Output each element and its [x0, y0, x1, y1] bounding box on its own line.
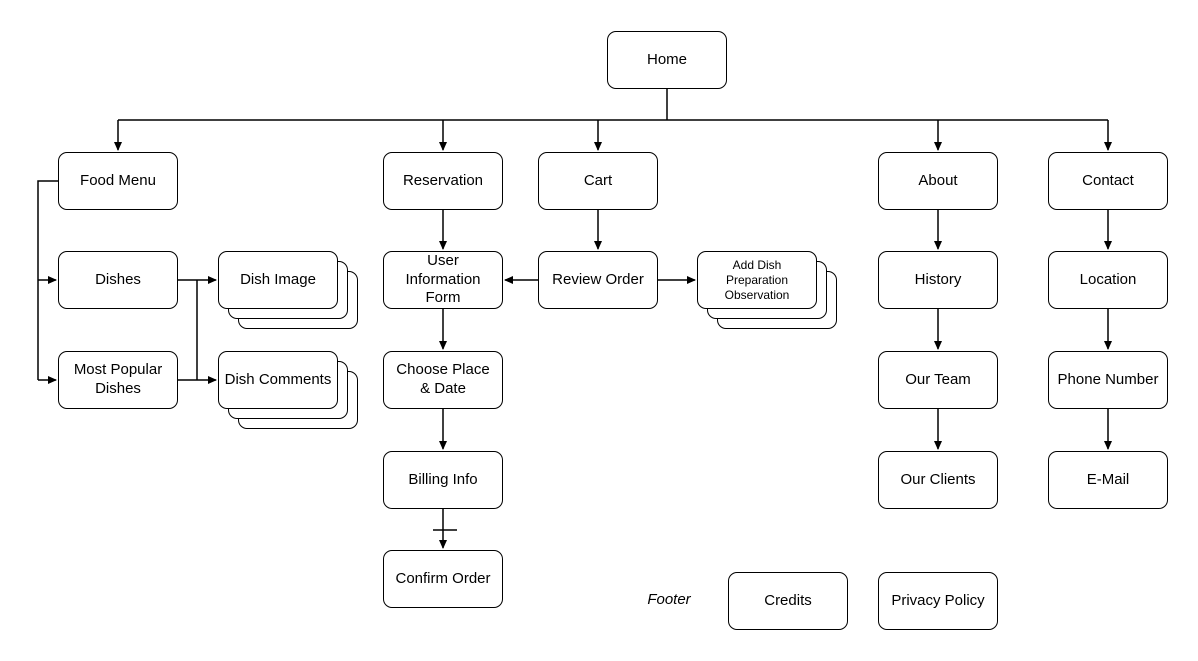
- footer-section-label: Footer: [647, 591, 691, 608]
- node-contact-label: Contact: [1048, 152, 1168, 210]
- node-reservation-label: Reservation: [383, 152, 503, 210]
- node-phone-number: Phone Number: [1048, 351, 1168, 409]
- node-phone-number-label: Phone Number: [1048, 351, 1168, 409]
- node-review-order-label: Review Order: [538, 251, 658, 309]
- node-billing-info: Billing Info: [383, 451, 503, 509]
- node-location-label: Location: [1048, 251, 1168, 309]
- node-home-label: Home: [607, 31, 727, 89]
- node-choose-place-date-label: Choose Place & Date: [383, 351, 503, 409]
- node-dish-comments-label: Dish Comments: [218, 351, 338, 409]
- node-credits-label: Credits: [728, 572, 848, 630]
- node-history-label: History: [878, 251, 998, 309]
- node-most-popular-dishes-label: Most Popular Dishes: [58, 351, 178, 409]
- node-email-label: E-Mail: [1048, 451, 1168, 509]
- node-dish-image-label: Dish Image: [218, 251, 338, 309]
- node-our-team-label: Our Team: [878, 351, 998, 409]
- node-email: E-Mail: [1048, 451, 1168, 509]
- node-cart-label: Cart: [538, 152, 658, 210]
- node-location: Location: [1048, 251, 1168, 309]
- node-food-menu-label: Food Menu: [58, 152, 178, 210]
- node-confirm-order: Confirm Order: [383, 550, 503, 608]
- node-confirm-order-label: Confirm Order: [383, 550, 503, 608]
- node-credits: Credits: [728, 572, 848, 630]
- node-dish-comments-stack: Dish Comments: [218, 351, 358, 429]
- node-billing-info-label: Billing Info: [383, 451, 503, 509]
- node-dishes: Dishes: [58, 251, 178, 309]
- node-add-dish-preparation-observation-label: Add Dish Preparation Observation: [697, 251, 817, 309]
- node-our-clients-label: Our Clients: [878, 451, 998, 509]
- node-review-order: Review Order: [538, 251, 658, 309]
- node-about-label: About: [878, 152, 998, 210]
- node-user-information-form-label: User Information Form: [383, 251, 503, 309]
- node-dish-image-stack: Dish Image: [218, 251, 358, 329]
- node-cart: Cart: [538, 152, 658, 210]
- node-dishes-label: Dishes: [58, 251, 178, 309]
- node-our-clients: Our Clients: [878, 451, 998, 509]
- node-privacy-policy-label: Privacy Policy: [878, 572, 998, 630]
- node-about: About: [878, 152, 998, 210]
- node-user-information-form: User Information Form: [383, 251, 503, 309]
- node-home: Home: [607, 31, 727, 89]
- node-our-team: Our Team: [878, 351, 998, 409]
- node-food-menu: Food Menu: [58, 152, 178, 210]
- node-reservation: Reservation: [383, 152, 503, 210]
- node-most-popular-dishes: Most Popular Dishes: [58, 351, 178, 409]
- node-privacy-policy: Privacy Policy: [878, 572, 998, 630]
- node-add-dish-preparation-observation-stack: Add Dish Preparation Observation: [697, 251, 837, 329]
- node-choose-place-date: Choose Place & Date: [383, 351, 503, 409]
- node-history: History: [878, 251, 998, 309]
- node-contact: Contact: [1048, 152, 1168, 210]
